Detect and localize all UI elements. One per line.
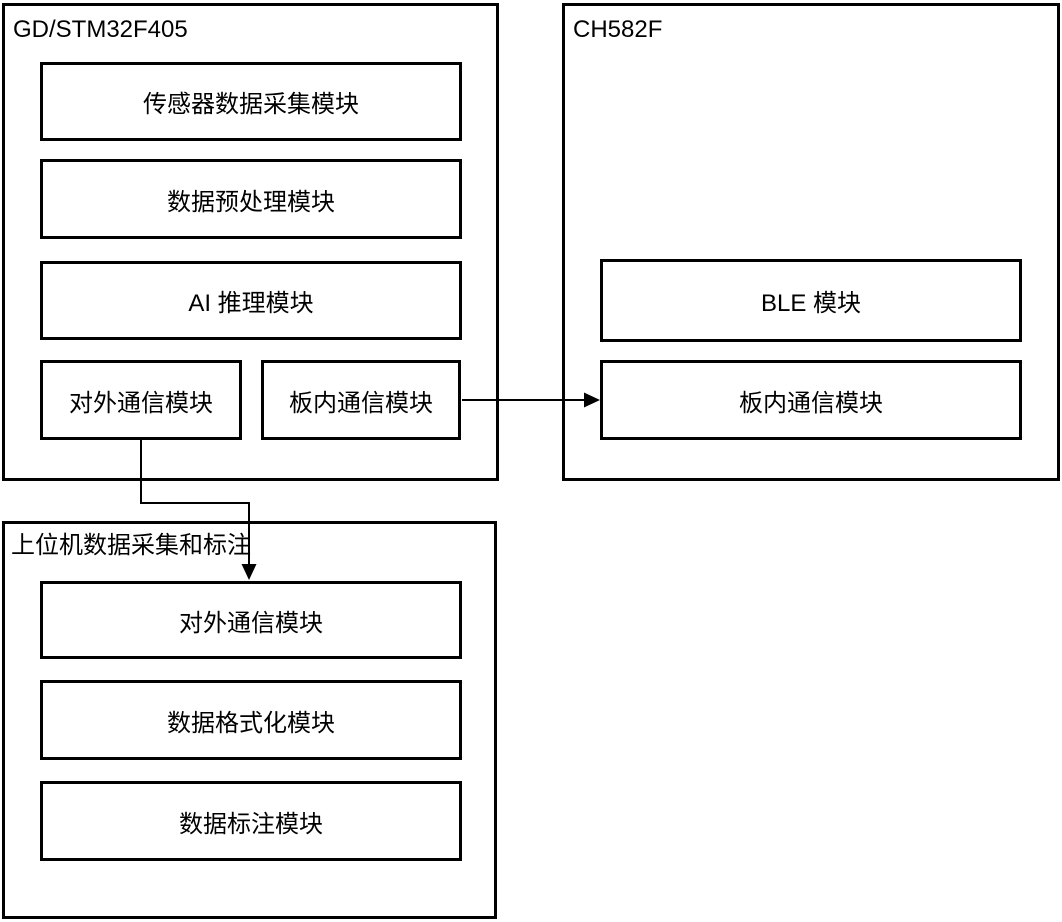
module-data-preprocessing: 数据预处理模块 (40, 159, 462, 239)
container-mcu-title: GD/STM32F405 (13, 16, 188, 43)
module-ai-inference: AI 推理模块 (40, 261, 462, 340)
module-sensor-acquisition: 传感器数据采集模块 (40, 62, 462, 141)
module-board-comm-mcu: 板内通信模块 (261, 360, 461, 440)
module-ble: BLE 模块 (600, 259, 1022, 342)
module-external-comm-mcu: 对外通信模块 (40, 360, 242, 440)
module-data-annotation: 数据标注模块 (40, 781, 462, 861)
container-ble-chip-title: CH582F (573, 16, 663, 43)
module-data-formatting: 数据格式化模块 (40, 680, 462, 760)
module-board-comm-ble-chip: 板内通信模块 (600, 360, 1022, 440)
container-host-title: 上位机数据采集和标注 (11, 532, 251, 559)
module-external-comm-host: 对外通信模块 (40, 581, 462, 659)
